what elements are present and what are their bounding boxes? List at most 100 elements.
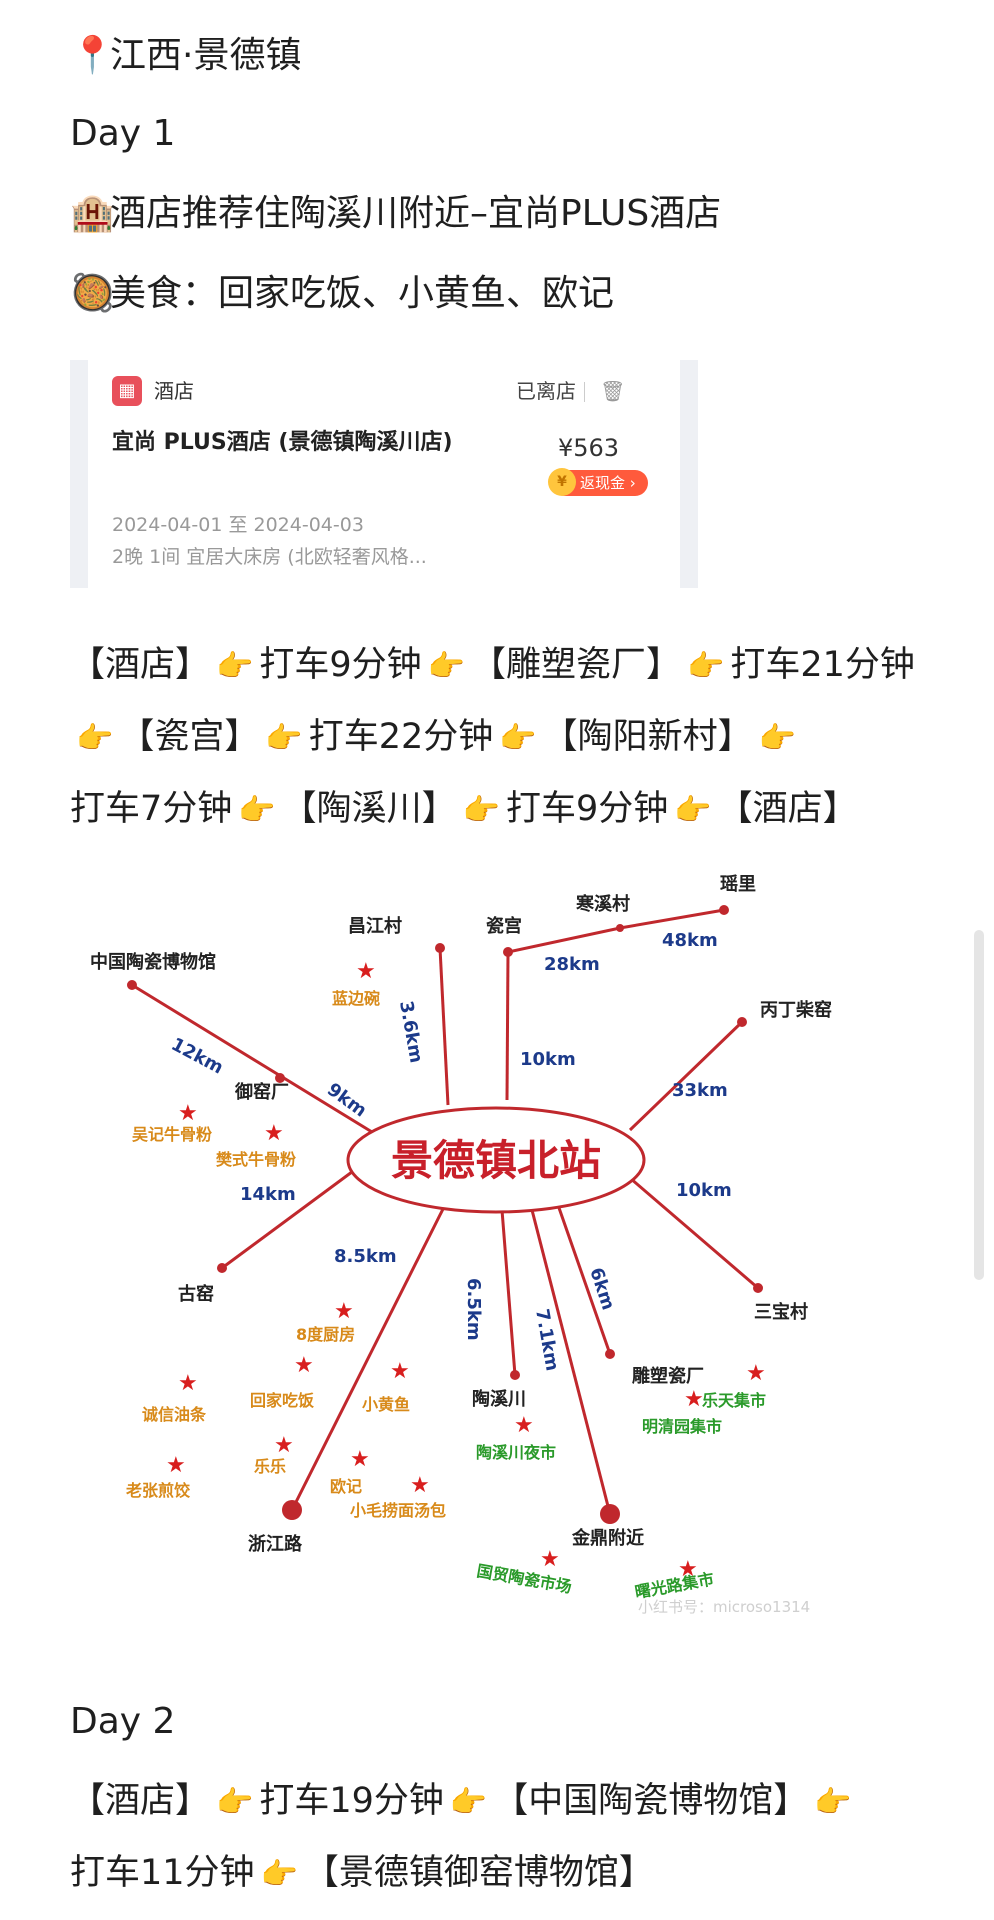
route-step: 打车21分钟 <box>730 645 915 685</box>
distance-label: 33km <box>672 1080 728 1101</box>
trash-icon[interactable]: 🗑 <box>600 379 626 403</box>
node-diaosu <box>605 1349 615 1359</box>
route-stop: 【雕塑瓷厂】 <box>471 645 682 685</box>
star-icon: ★ <box>540 1547 560 1572</box>
line-bingding <box>628 1020 744 1132</box>
star-icon: ★ <box>166 1453 186 1478</box>
route-step: 打车19分钟 <box>259 1781 444 1821</box>
node-cigong <box>503 947 513 957</box>
star-icon: ★ <box>678 1557 698 1582</box>
pointing-hand-icon: 👉 <box>758 721 797 756</box>
hotel-price: ¥563 <box>558 434 620 462</box>
line-sanbao <box>629 1176 759 1290</box>
node-jinding <box>600 1504 620 1524</box>
room-info: 2晚 1间 宜居大床房 (北欧轻奢风格... <box>112 546 427 568</box>
pointing-hand-icon: 👉 <box>265 721 303 756</box>
distance-label: 8.5km <box>334 1246 397 1267</box>
cashback-label: 返现金 <box>580 474 626 492</box>
route-step: 打车22分钟 <box>308 717 494 757</box>
star-icon: ★ <box>746 1361 766 1386</box>
distance-label: 7.1km <box>531 1307 563 1372</box>
node-changjiang <box>435 943 445 953</box>
star-icon: ★ <box>178 1371 198 1396</box>
food-labels: 蓝边碗 吴记牛骨粉 樊式牛骨粉 8度厨房 诚信油条 回家吃饭 小黄鱼 乐乐 老张… <box>125 989 446 1520</box>
place-guyao: 古窑 <box>178 1283 214 1305</box>
line-museum <box>131 983 373 1134</box>
food-tip-text: 美食：回家吃饭、小黄鱼、欧记 <box>110 273 615 314</box>
star-icon: ★ <box>390 1359 410 1384</box>
center-ellipse <box>346 1106 646 1214</box>
place-zhejiang: 浙江路 <box>248 1533 303 1555</box>
day2-heading: Day 2 <box>70 1701 176 1742</box>
node-taoxichuan <box>510 1370 520 1380</box>
place-hanxi: 寒溪村 <box>575 893 630 915</box>
food-label: 小毛捞面汤包 <box>350 1501 446 1520</box>
hotel-icon: 🏨 <box>70 193 115 234</box>
place-sanbao: 三宝村 <box>754 1301 808 1323</box>
distance-label: 14km <box>240 1184 296 1205</box>
distance-label: 28km <box>544 954 600 975</box>
place-bingding: 丙丁柴窑 <box>760 999 832 1021</box>
distance-label: 48km <box>662 930 718 951</box>
food-label: 欧记 <box>330 1477 362 1496</box>
route-map: 景德镇北站 中国陶瓷博物馆 昌江村 瓷宫 寒溪村 瑶里 丙丁柴窑 御窑厂 古窑 … <box>70 860 900 1620</box>
pointing-hand-icon: 👉 <box>427 649 466 684</box>
order-type: 酒店 <box>154 379 194 403</box>
distance-label: 6.5km <box>463 1278 484 1341</box>
market-label: 乐天集市 <box>702 1391 766 1410</box>
pointing-hand-icon: 👉 <box>462 793 501 828</box>
route-stop: 【陶阳新村】 <box>542 717 753 757</box>
node-hanxi <box>616 924 624 932</box>
food-label: 蓝边碗 <box>332 989 380 1008</box>
status-divider <box>584 382 585 402</box>
hotel-badge-icon: ▦ <box>112 376 142 406</box>
route-day2: 【酒店】👉打车19分钟👉【中国陶瓷博物馆】👉打车11分钟👉【景德镇御窑博物馆】 <box>70 1766 930 1910</box>
market-label: 陶溪川夜市 <box>476 1443 556 1462</box>
route-stop: 【陶溪川】 <box>281 789 457 829</box>
pointing-hand-icon: 👉 <box>449 1785 488 1820</box>
center-station-label: 景德镇北站 <box>391 1136 601 1185</box>
node-sanbao <box>753 1283 763 1293</box>
hotel-card-body[interactable]: ▦ 酒店 已离店 🗑 宜尚 PLUS酒店 (景德镇陶溪川店) ¥563 ¥ 返现… <box>88 360 680 588</box>
distance-label: 10km <box>676 1180 732 1201</box>
route-stop: 【酒店】 <box>70 1781 211 1821</box>
place-diaosu: 雕塑瓷厂 <box>632 1365 704 1387</box>
star-icon: ★ <box>294 1353 314 1378</box>
pointing-hand-icon: 👉 <box>76 721 114 756</box>
line-taoxichuan <box>500 1209 517 1376</box>
pin-icon: 📍 <box>70 35 115 76</box>
node-yaoli <box>719 905 729 915</box>
food-label: 乐乐 <box>254 1457 286 1476</box>
route-step: 打车9分钟 <box>506 789 669 829</box>
line-zhejiang <box>290 1204 447 1511</box>
place-changjiang: 昌江村 <box>348 915 402 937</box>
food-label: 小黄鱼 <box>362 1395 410 1414</box>
scrollbar[interactable] <box>974 930 984 1280</box>
star-icon: ★ <box>350 1447 370 1472</box>
distance-label: 6km <box>585 1265 618 1313</box>
route-lines <box>131 908 759 1515</box>
route-step: 打车9分钟 <box>259 645 422 685</box>
hotel-order-card[interactable]: ▦ 酒店 已离店 🗑 宜尚 PLUS酒店 (景德镇陶溪川店) ¥563 ¥ 返现… <box>70 360 698 588</box>
place-yuyao: 御窑厂 <box>234 1081 289 1103</box>
star-icon: ★ <box>178 1101 198 1126</box>
node-museum <box>127 980 137 990</box>
distance-label: 12km <box>168 1034 227 1079</box>
hotel-tip-line: 🏨酒店推荐住陶溪川附近–宜尚PLUS酒店 <box>70 192 721 236</box>
food-label: 回家吃饭 <box>250 1391 314 1410</box>
food-icon: 🥘 <box>70 273 115 314</box>
star-icon: ★ <box>334 1299 354 1324</box>
location-text: 江西·景德镇 <box>110 35 302 76</box>
hotel-tip-text: 酒店推荐住陶溪川附近–宜尚PLUS酒店 <box>110 193 722 234</box>
cashback-badge[interactable]: ¥ 返现金 › <box>548 468 648 496</box>
food-label: 老张煎饺 <box>125 1481 191 1500</box>
line-jinding <box>530 1209 612 1515</box>
watermark: 小红书号：microso1314 <box>638 1598 810 1616</box>
day1-heading: Day 1 <box>70 113 176 154</box>
food-label: 8度厨房 <box>296 1325 355 1344</box>
node-yuyao <box>275 1073 285 1083</box>
distance-label: 10km <box>520 1049 576 1070</box>
place-labels: 中国陶瓷博物馆 昌江村 瓷宫 寒溪村 瑶里 丙丁柴窑 御窑厂 古窑 三宝村 陶溪… <box>90 874 832 1555</box>
food-tip-line: 🥘美食：回家吃饭、小黄鱼、欧记 <box>70 272 614 316</box>
place-jinding: 金鼎附近 <box>571 1527 644 1549</box>
